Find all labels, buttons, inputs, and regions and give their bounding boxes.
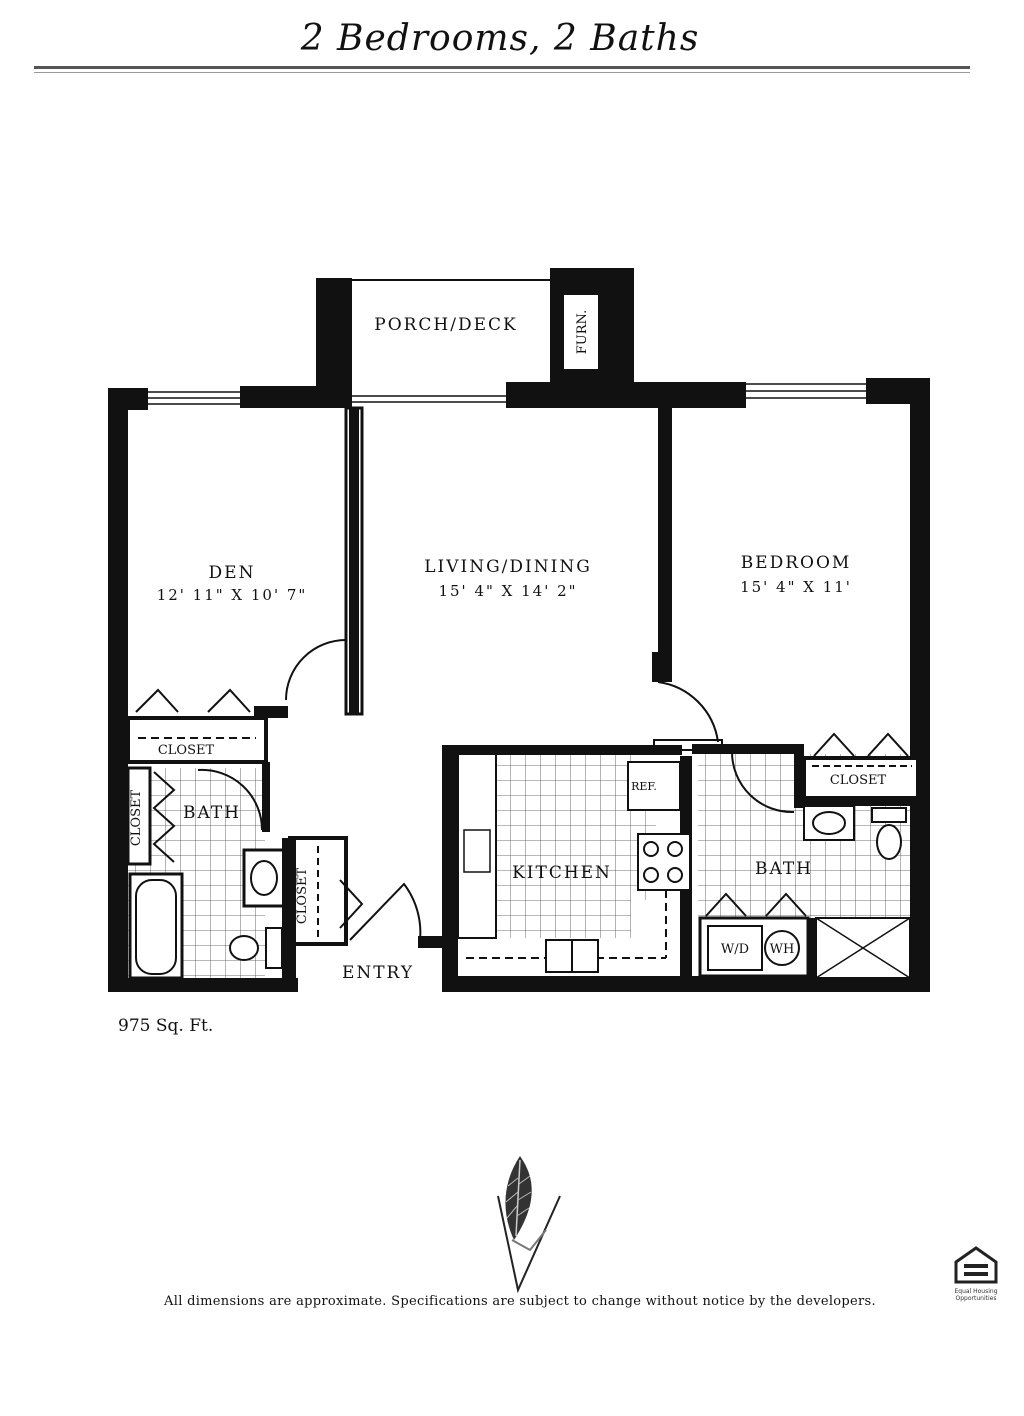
square-footage: 975 Sq. Ft.: [118, 1016, 214, 1036]
wh-label: WH: [770, 942, 795, 957]
entry-door-swing: [349, 882, 422, 941]
den-closet-label: CLOSET: [158, 743, 215, 758]
bedroom-size: 15' 4" X 11': [740, 578, 852, 596]
den-closet: [126, 716, 268, 764]
equal-housing-icon: [954, 1246, 998, 1284]
den-door-swing: [285, 639, 347, 701]
wall-left: [108, 388, 128, 988]
wall-right: [910, 378, 930, 988]
furn-label: FURN.: [575, 310, 590, 354]
bedroom-label: BEDROOM: [741, 553, 852, 573]
wall-den-living-fill: [349, 408, 359, 714]
ref-label: REF.: [631, 780, 657, 793]
window-porch: [352, 395, 506, 403]
title-rule: [34, 66, 970, 69]
wall-top-mid: [506, 382, 746, 408]
living-label: LIVING/DINING: [424, 557, 592, 577]
kitchen-floor: [496, 752, 631, 938]
window-den: [148, 391, 240, 405]
entry-closet: [288, 836, 348, 946]
toilet-left: [229, 935, 259, 961]
disclaimer: All dimensions are approximate. Specific…: [164, 1294, 876, 1309]
washer-dryer: [707, 925, 763, 971]
bath-closet-label: CLOSET: [129, 790, 144, 847]
stove: [637, 833, 691, 891]
bath-left-label: BATH: [183, 803, 241, 823]
porch-label: PORCH/DECK: [374, 315, 517, 335]
entry-closet-label: CLOSET: [295, 868, 310, 925]
window-bedroom: [746, 383, 866, 399]
wd-label: W/D: [721, 942, 749, 957]
wall-top-den: [240, 386, 320, 408]
den-size: 12' 11" X 10' 7": [157, 586, 308, 604]
page-title: 2 Bedrooms, 2 Baths: [300, 18, 700, 59]
refrigerator: [627, 761, 681, 811]
entry-label: ENTRY: [342, 963, 414, 983]
equal-housing-caption: Equal Housing Opportunities: [946, 1288, 1006, 1302]
living-size: 15' 4" X 14' 2": [438, 582, 577, 600]
wall-bottom-left: [108, 978, 298, 992]
bathtub: [128, 872, 184, 980]
porch-wall-left: [316, 278, 352, 408]
eho-line1: Equal Housing: [954, 1288, 998, 1295]
bedroom-door-swing: [657, 681, 719, 743]
kitchen-label: KITCHEN: [512, 863, 612, 883]
bath-right-label: BATH: [755, 859, 813, 879]
den-label: DEN: [209, 563, 256, 583]
leaf-logo: [497, 1156, 561, 1294]
toilet-right: [876, 824, 902, 860]
kitchen-wall-left: [442, 752, 458, 992]
title-rule-thin: [34, 72, 970, 73]
furnace-box: [562, 293, 600, 371]
wall-living-bedroom: [652, 408, 672, 682]
eho-line2: Opportunities: [955, 1295, 997, 1302]
bedroom-closet-label: CLOSET: [830, 773, 887, 788]
water-heater: [764, 930, 800, 966]
